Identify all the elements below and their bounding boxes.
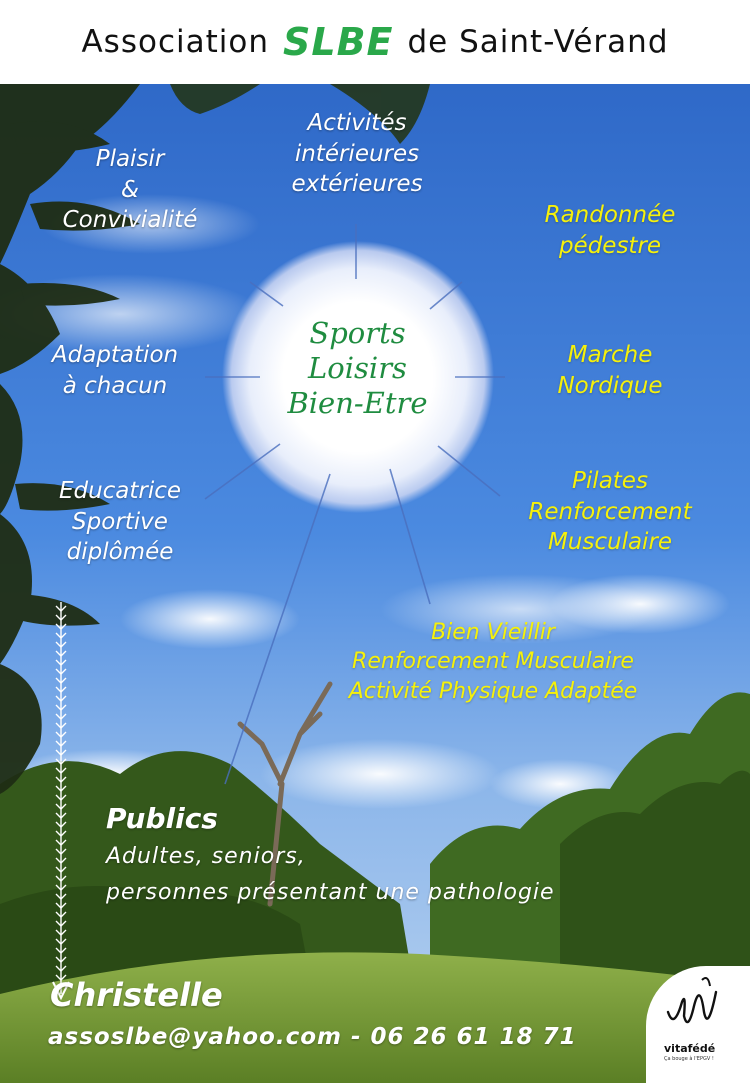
publics-line-1: Adultes, seniors,: [106, 844, 306, 869]
label-line: Randonnée: [544, 202, 676, 228]
logo-slogan: Ça bouge à l'EPGV !: [664, 1056, 714, 1062]
label-line: Marche: [567, 342, 653, 368]
header: Association SLBE de Saint-Vérand: [0, 0, 750, 84]
label-line: Plaisir: [95, 146, 165, 172]
label-line: Activité Physique Adaptée: [348, 678, 638, 704]
label-line: Adaptation: [51, 342, 179, 368]
label-plaisir: Plaisir & Convivialité: [40, 144, 220, 236]
ray-lines: [204, 224, 505, 785]
title-prefix: Association: [81, 24, 269, 60]
center-line-sports: Sports: [309, 316, 406, 350]
sun-halo: [222, 241, 494, 513]
label-pilates: Pilates Renforcement Musculaire: [505, 466, 715, 558]
vitafede-signature-icon: [666, 977, 718, 1024]
label-line: diplômée: [66, 539, 174, 566]
center-line-bien-etre: Bien-Etre: [287, 385, 428, 420]
publics-line-2: personnes présentant une pathologie: [106, 880, 555, 905]
contact-details: assoslbe@yahoo.com - 06 26 61 18 71: [48, 1024, 577, 1050]
down-arrow-icon: [52, 602, 70, 1001]
label-line: Pilates: [572, 468, 648, 494]
label-line: Convivialité: [62, 207, 198, 234]
label-line: Renforcement: [528, 498, 692, 525]
logo-name: vitafédé: [664, 1042, 716, 1055]
contact-name: Christelle: [50, 976, 223, 1014]
label-activites: Activités intérieures extérieures: [262, 108, 452, 200]
label-line: Activités: [307, 110, 407, 136]
label-line: intérieures: [294, 140, 420, 167]
center-text: Sports Loisirs Bien-Etre: [250, 316, 465, 420]
poster-scene: Sports Loisirs Bien-Etre Activités intér…: [0, 84, 750, 1083]
label-line: extérieures: [291, 171, 423, 198]
label-bien-vieillir: Bien Vieillir Renforcement Musculaire Ac…: [298, 618, 688, 706]
title-suffix: de Saint-Vérand: [407, 24, 669, 60]
label-line: &: [121, 176, 139, 203]
label-adaptation: Adaptation à chacun: [20, 340, 210, 401]
label-line: Musculaire: [547, 529, 673, 556]
label-line: Renforcement Musculaire: [352, 649, 634, 675]
vitafede-logo: vitafédé Ça bouge à l'EPGV !: [646, 966, 750, 1083]
label-line: Nordique: [557, 372, 663, 399]
label-line: à chacun: [62, 372, 168, 399]
label-randonnee: Randonnée pédestre: [520, 200, 700, 261]
center-line-loisirs: Loisirs: [308, 350, 407, 385]
label-line: Educatrice: [58, 478, 182, 504]
publics-title: Publics: [106, 802, 218, 835]
label-educatrice: Educatrice Sportive diplômée: [25, 476, 215, 568]
label-marche: Marche Nordique: [520, 340, 700, 401]
label-line: Sportive: [72, 508, 168, 535]
label-line: Bien Vieillir: [431, 620, 555, 645]
label-line: pédestre: [558, 232, 662, 259]
brand-name: SLBE: [282, 20, 394, 64]
